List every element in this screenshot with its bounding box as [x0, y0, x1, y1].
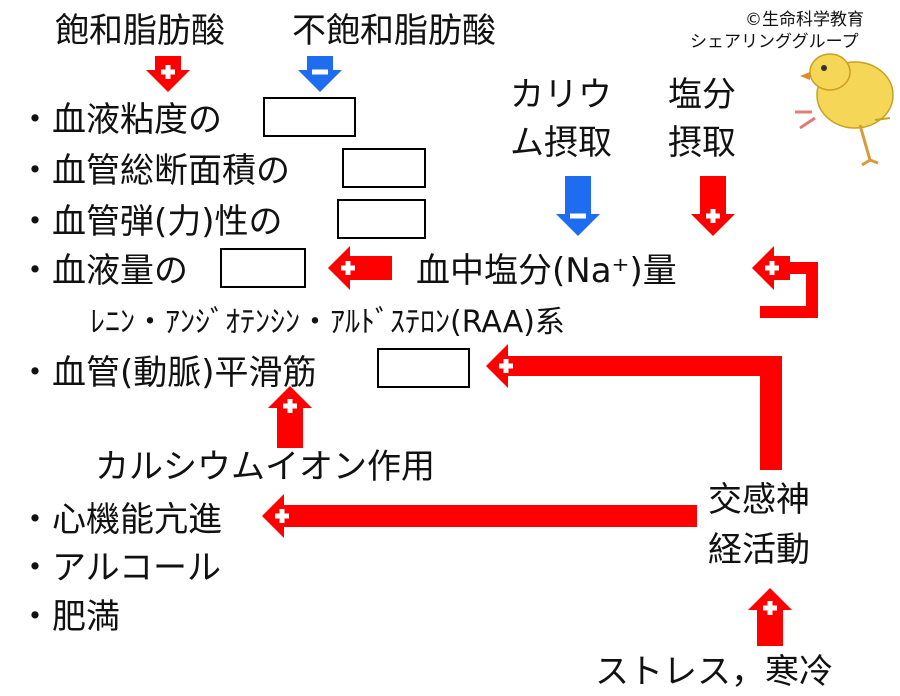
arrow-potassium-down: [556, 176, 600, 236]
item-smooth-muscle: ・血管(動脈)平滑筋: [18, 353, 317, 393]
stress-cold-label: ストレス，寒冷: [595, 652, 833, 692]
arrow-sympathetic-to-smooth-muscle-plus-icon: [499, 359, 513, 373]
chick-illustration: [795, 53, 894, 167]
blank-box-smooth-muscle: [377, 348, 470, 388]
sympathetic-line1: 交感神: [708, 480, 810, 520]
arrow-unsaturated-down-minus-icon: [312, 69, 328, 75]
item-blood-volume: ・血液量の: [18, 251, 188, 291]
salt-intake-line2: 摂取: [668, 123, 736, 163]
raa-system-label: ﾚﾆﾝ・ｱﾝｼﾞｵﾃﾝｼﾝ・ｱﾙﾄﾞｽﾃﾛﾝ(RAA)系: [90, 305, 565, 340]
blank-box-elasticity: [337, 199, 426, 239]
potassium-intake-line1: カリウ: [510, 75, 612, 115]
arrow-stress-up: [748, 588, 792, 646]
arrow-sympathetic-to-cardiac-plus-icon: [275, 509, 289, 523]
item-cardiac-function: ・心機能亢進: [18, 500, 222, 540]
arrow-sodium-to-volume-plus-icon: [341, 261, 355, 275]
saturated-fatty-acid-label: 飽和脂肪酸: [55, 11, 225, 51]
calcium-ion-label: カルシウムイオン作用: [95, 447, 435, 487]
copyright-line2: シェアリンググループ: [690, 32, 859, 52]
blank-box-volume: [220, 248, 306, 288]
item-blood-viscosity: ・血液粘度の: [18, 100, 222, 140]
item-vessel-elasticity: ・血管弾(力)性の: [18, 202, 283, 242]
arrow-potassium-down-minus-icon: [570, 213, 586, 219]
arrow-raa-to-sodium-plus-icon: [765, 261, 779, 275]
potassium-intake-line2: ム摂取: [510, 123, 612, 163]
arrow-sympathetic-to-cardiac: [262, 494, 697, 538]
blank-box-area: [342, 148, 426, 188]
arrow-calcium-up-plus-icon: [283, 399, 297, 413]
item-obesity: ・肥満: [18, 597, 120, 637]
arrow-saturated-down-plus-icon: [161, 65, 175, 79]
sympathetic-line2: 経活動: [708, 530, 810, 570]
unsaturated-fatty-acid-label: 不飽和脂肪酸: [292, 11, 496, 51]
salt-intake-line1: 塩分: [668, 75, 736, 115]
blood-sodium-label: 血中塩分(Na⁺)量: [416, 251, 677, 291]
arrow-sodium-to-volume: [328, 246, 392, 290]
item-vessel-cross-area: ・血管総断面積の: [18, 151, 290, 191]
arrow-calcium-up: [268, 386, 312, 448]
arrow-stress-up-plus-icon: [763, 601, 777, 615]
copyright-line1: ©生命科学教育: [745, 10, 864, 30]
blank-box-viscosity: [263, 97, 356, 137]
arrow-salt-down-plus-icon: [706, 209, 720, 223]
sympathetic-connector-up: [520, 356, 782, 470]
arrow-salt-down: [691, 176, 735, 236]
item-alcohol: ・アルコール: [18, 548, 221, 588]
